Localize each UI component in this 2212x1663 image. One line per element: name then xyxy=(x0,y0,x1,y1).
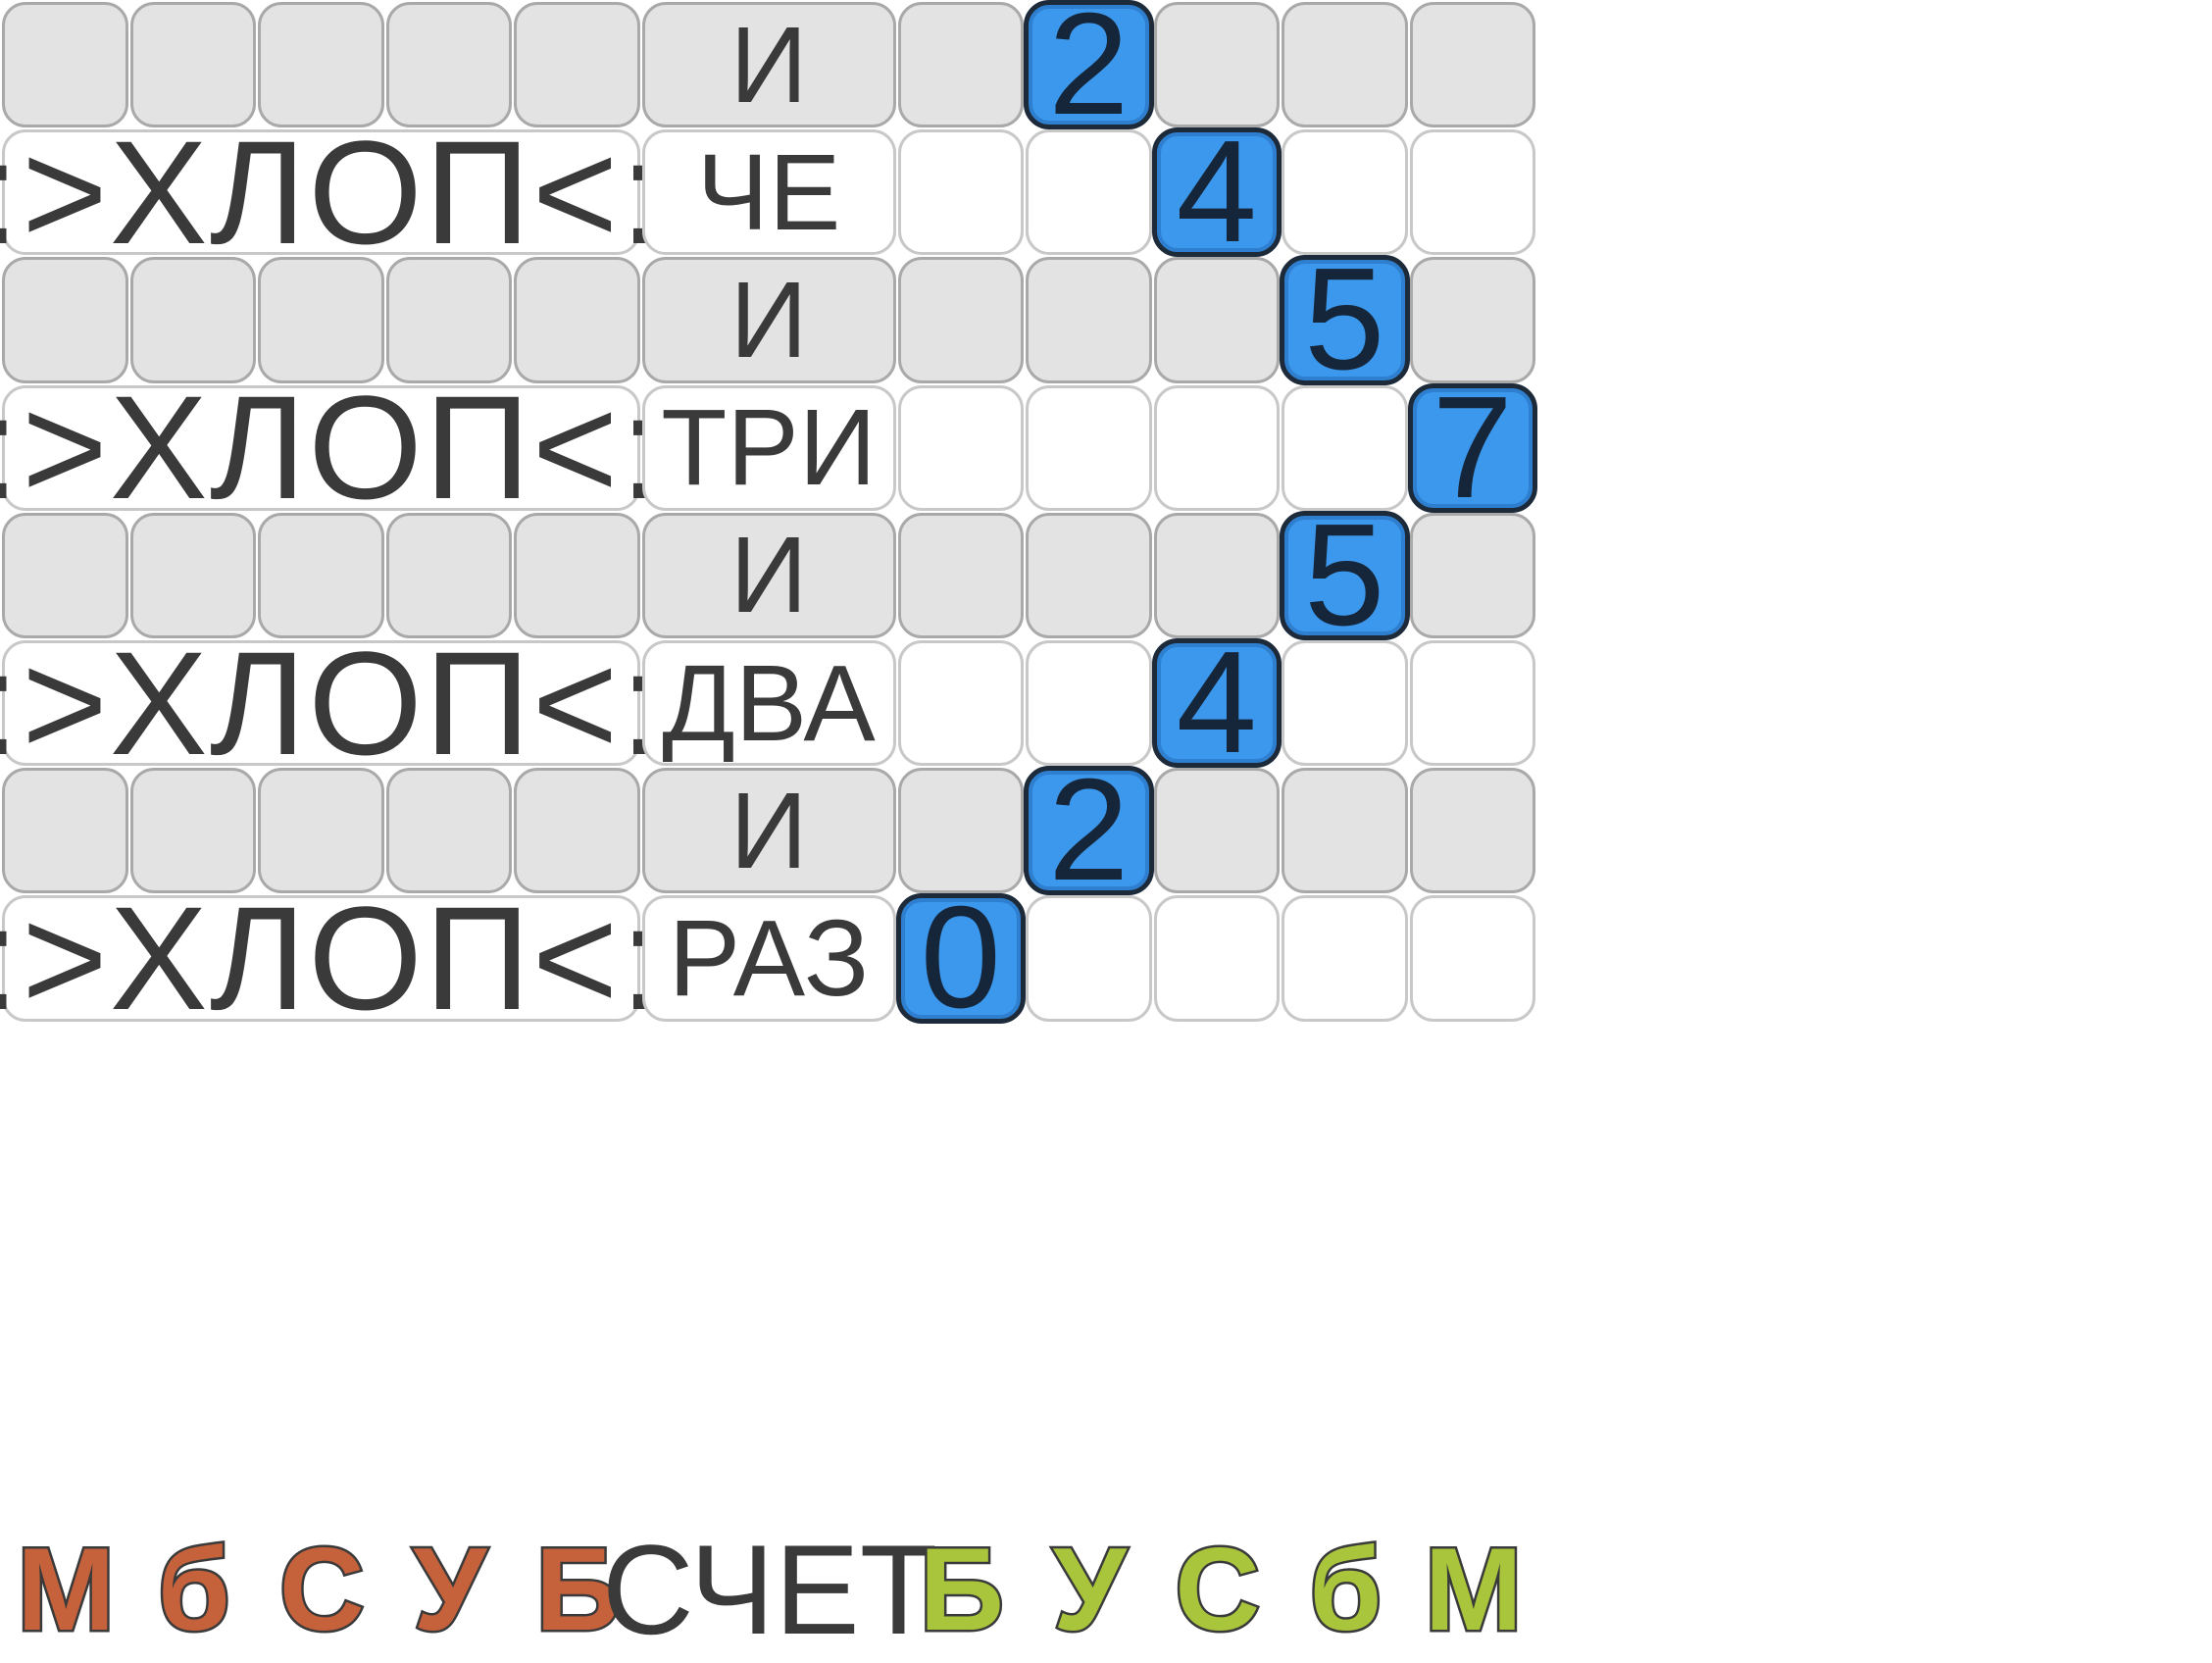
footer-right-label: У xyxy=(1050,1521,1129,1657)
count-number-tile: 2 xyxy=(1024,749,1154,911)
empty-cell xyxy=(1026,384,1152,511)
footer-left-label: С xyxy=(276,1521,367,1657)
count-number-tile: 5 xyxy=(1280,238,1410,400)
empty-cell xyxy=(1026,257,1152,383)
empty-cell xyxy=(897,2,1024,128)
empty-cell xyxy=(258,768,384,894)
empty-cell xyxy=(514,768,640,894)
footer-right-label: б xyxy=(1307,1521,1384,1657)
empty-cell xyxy=(1153,768,1280,894)
empty-cell xyxy=(897,768,1024,894)
empty-cell xyxy=(1026,895,1152,1022)
empty-cell xyxy=(1026,640,1152,767)
empty-cell xyxy=(897,640,1024,767)
empty-cell xyxy=(258,2,384,128)
empty-cell xyxy=(129,2,256,128)
empty-cell xyxy=(1153,512,1280,638)
empty-cell xyxy=(258,512,384,638)
empty-cell xyxy=(1282,768,1408,894)
count-word: И xyxy=(641,257,896,383)
empty-cell xyxy=(2,768,128,894)
empty-cell xyxy=(897,257,1024,383)
empty-cell xyxy=(385,768,512,894)
count-word: ДВА xyxy=(641,640,896,767)
count-number-tile: 7 xyxy=(1407,367,1537,529)
count-word: ТРИ xyxy=(641,384,896,511)
footer-left-label: Б xyxy=(533,1521,623,1657)
footer-left-label: б xyxy=(155,1521,232,1657)
empty-cell xyxy=(1282,2,1408,128)
empty-cell xyxy=(514,2,640,128)
empty-cell xyxy=(897,512,1024,638)
footer-right-label: С xyxy=(1173,1521,1263,1657)
empty-cell xyxy=(2,257,128,383)
clap-label: :>ХЛОП<: xyxy=(0,365,664,530)
count-number-tile: 5 xyxy=(1280,494,1410,656)
empty-cell xyxy=(1153,2,1280,128)
count-word: РАЗ xyxy=(641,895,896,1022)
empty-cell xyxy=(897,129,1024,256)
footer-left-label: М xyxy=(15,1521,118,1657)
count-word: И xyxy=(641,2,896,128)
empty-cell xyxy=(129,512,256,638)
empty-cell xyxy=(1282,384,1408,511)
empty-cell xyxy=(1409,640,1535,767)
empty-cell xyxy=(385,2,512,128)
empty-cell xyxy=(385,257,512,383)
clap-label: :>ХЛОП<: xyxy=(0,620,664,785)
empty-cell xyxy=(129,257,256,383)
empty-cell xyxy=(1409,257,1535,383)
count-number-tile: 0 xyxy=(895,877,1026,1038)
count-word: ЧЕ xyxy=(641,129,896,256)
empty-cell xyxy=(2,512,128,638)
empty-cell xyxy=(385,512,512,638)
count-number-tile: 4 xyxy=(1151,622,1282,783)
empty-cell xyxy=(129,768,256,894)
empty-cell xyxy=(1026,512,1152,638)
empty-cell xyxy=(514,512,640,638)
empty-cell xyxy=(1153,257,1280,383)
empty-cell xyxy=(514,257,640,383)
empty-cell xyxy=(2,2,128,128)
empty-cell xyxy=(1409,129,1535,256)
count-word: И xyxy=(641,512,896,638)
empty-cell xyxy=(1153,384,1280,511)
empty-cell xyxy=(1282,895,1408,1022)
empty-cell xyxy=(258,257,384,383)
count-number-tile: 2 xyxy=(1024,0,1154,145)
footer-center-label: СЧЕТ xyxy=(601,1517,938,1661)
count-number-tile: 4 xyxy=(1151,111,1282,273)
empty-cell xyxy=(1409,768,1535,894)
clap-label: :>ХЛОП<: xyxy=(0,109,664,275)
empty-cell xyxy=(1409,895,1535,1022)
footer-left-label: У xyxy=(411,1521,489,1657)
empty-cell xyxy=(1282,129,1408,256)
footer-right-label: Б xyxy=(917,1521,1006,1657)
empty-cell xyxy=(1026,129,1152,256)
empty-cell xyxy=(1409,2,1535,128)
empty-cell xyxy=(1282,640,1408,767)
empty-cell xyxy=(1153,895,1280,1022)
empty-cell xyxy=(897,384,1024,511)
footer-right-label: М xyxy=(1422,1521,1525,1657)
count-word: И xyxy=(641,768,896,894)
empty-cell xyxy=(1409,512,1535,638)
clap-label: :>ХЛОП<: xyxy=(0,875,664,1040)
